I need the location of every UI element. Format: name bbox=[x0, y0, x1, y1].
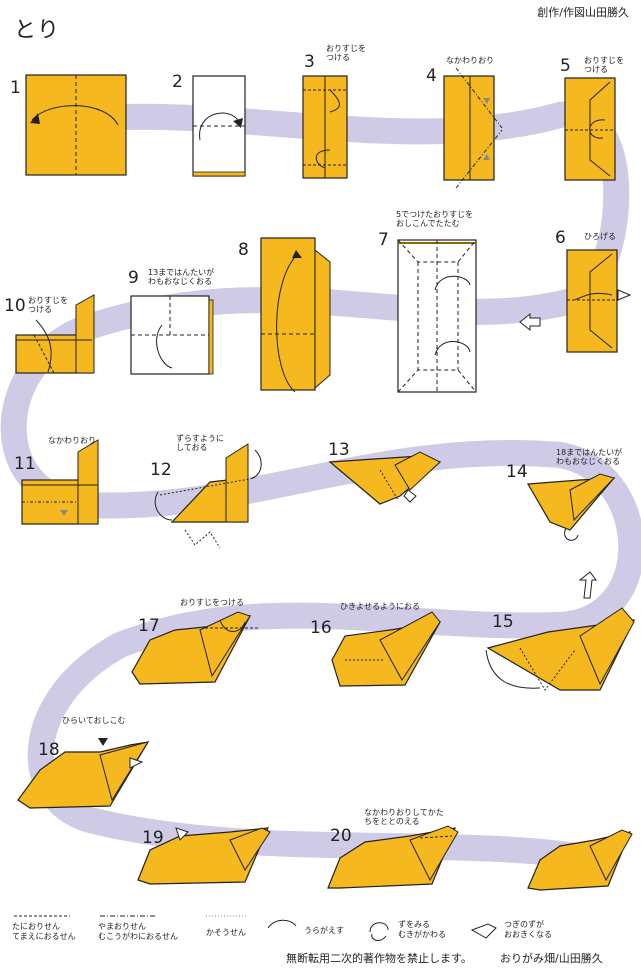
legend-valley-label: たにおりせん てまえにおるせん bbox=[12, 922, 76, 941]
step-11-figure bbox=[21, 439, 99, 525]
legend-enlarge-label: つぎのずが おおきくなる bbox=[504, 920, 552, 939]
step-number: 19 bbox=[142, 828, 164, 848]
step-number: 15 bbox=[492, 612, 514, 632]
step-9-figure bbox=[130, 295, 214, 375]
step-number: 13 bbox=[328, 440, 350, 460]
page-title: とり bbox=[14, 18, 61, 43]
step-number: 2 bbox=[172, 72, 183, 92]
rotate-icon bbox=[369, 922, 389, 941]
step-18-figure bbox=[17, 738, 150, 809]
step-12-figure bbox=[154, 443, 262, 549]
step-7-figure bbox=[397, 239, 477, 393]
step-number: 7 bbox=[378, 230, 389, 250]
step-number: 5 bbox=[560, 56, 571, 76]
step-20-figure bbox=[327, 825, 459, 889]
step-note: ひらいておしこむ bbox=[62, 716, 126, 725]
step-14-figure bbox=[527, 473, 616, 541]
step-note: ひろげる bbox=[584, 232, 616, 241]
step-number: 20 bbox=[330, 826, 352, 846]
direction-arrow-14-15 bbox=[578, 571, 597, 599]
step-2-figure bbox=[192, 75, 246, 177]
step-number: 11 bbox=[14, 454, 36, 474]
author-credit: 創作/作図山田勝久 bbox=[537, 6, 629, 19]
step-number: 18 bbox=[38, 740, 60, 760]
step-number: 8 bbox=[238, 240, 249, 260]
step-number: 9 bbox=[128, 268, 139, 288]
step-note: おりすじを つける bbox=[584, 56, 624, 74]
copyright-notice: 無断転用二次的著作物を禁止します。 bbox=[286, 952, 472, 965]
step-number: 17 bbox=[138, 616, 160, 636]
step-number: 16 bbox=[310, 618, 332, 638]
direction-arrow-6-7 bbox=[519, 312, 541, 332]
step-13-figure bbox=[328, 451, 442, 505]
step-number: 3 bbox=[304, 52, 315, 72]
step-note: おりすじを つける bbox=[326, 44, 366, 62]
step-number: 1 bbox=[10, 78, 21, 98]
enlarge-icon bbox=[470, 923, 497, 939]
step-number: 10 bbox=[4, 296, 26, 316]
legend-rotate-label: ずをみる むきがかわる bbox=[398, 920, 446, 939]
step-note: なかわりおりしてかた ちをととのえる bbox=[364, 808, 444, 826]
step-note: なかわりおり bbox=[446, 56, 494, 65]
step-15-figure bbox=[485, 607, 636, 691]
step-note: おりすじを つける bbox=[28, 296, 68, 314]
turn-over-icon bbox=[267, 919, 297, 929]
step-number: 4 bbox=[426, 66, 437, 86]
step-17-figure bbox=[131, 611, 260, 685]
step-note: 13まではんたいが わもおなじくおる bbox=[148, 268, 215, 286]
step-note: ずらすように しておる bbox=[176, 434, 224, 452]
step-3-figure bbox=[302, 75, 348, 179]
step-10-figure bbox=[15, 294, 95, 374]
step-6-figure bbox=[566, 249, 632, 353]
step-5-figure bbox=[564, 77, 616, 181]
footer-credit: おりがみ畑/山田勝久 bbox=[500, 952, 603, 965]
legend-turn-over-label: うらがえす bbox=[304, 926, 344, 935]
step-note: なかわりおり bbox=[48, 436, 96, 445]
step-16-figure bbox=[331, 611, 442, 687]
step-1-figure bbox=[25, 74, 127, 176]
legend-hidden-label: かそうせん bbox=[206, 928, 246, 937]
step-number: 14 bbox=[506, 462, 528, 482]
step-note: 5でつけたおりすじを おしこんでたたむ bbox=[396, 210, 474, 228]
step-8-figure bbox=[260, 237, 331, 393]
step-number: 12 bbox=[150, 460, 172, 480]
step-4-figure bbox=[443, 67, 503, 189]
legend-mountain-label: やまおりせん むこうがわにおるせん bbox=[98, 922, 178, 941]
step-note: おりすじをつける bbox=[180, 598, 244, 607]
final-bird-figure bbox=[527, 829, 633, 891]
step-19-figure bbox=[137, 827, 271, 885]
step-note: ひきよせるようにおる bbox=[340, 602, 420, 611]
step-note: 18まではんたいが わもおなじくおる bbox=[556, 448, 623, 466]
step-number: 6 bbox=[555, 228, 566, 248]
